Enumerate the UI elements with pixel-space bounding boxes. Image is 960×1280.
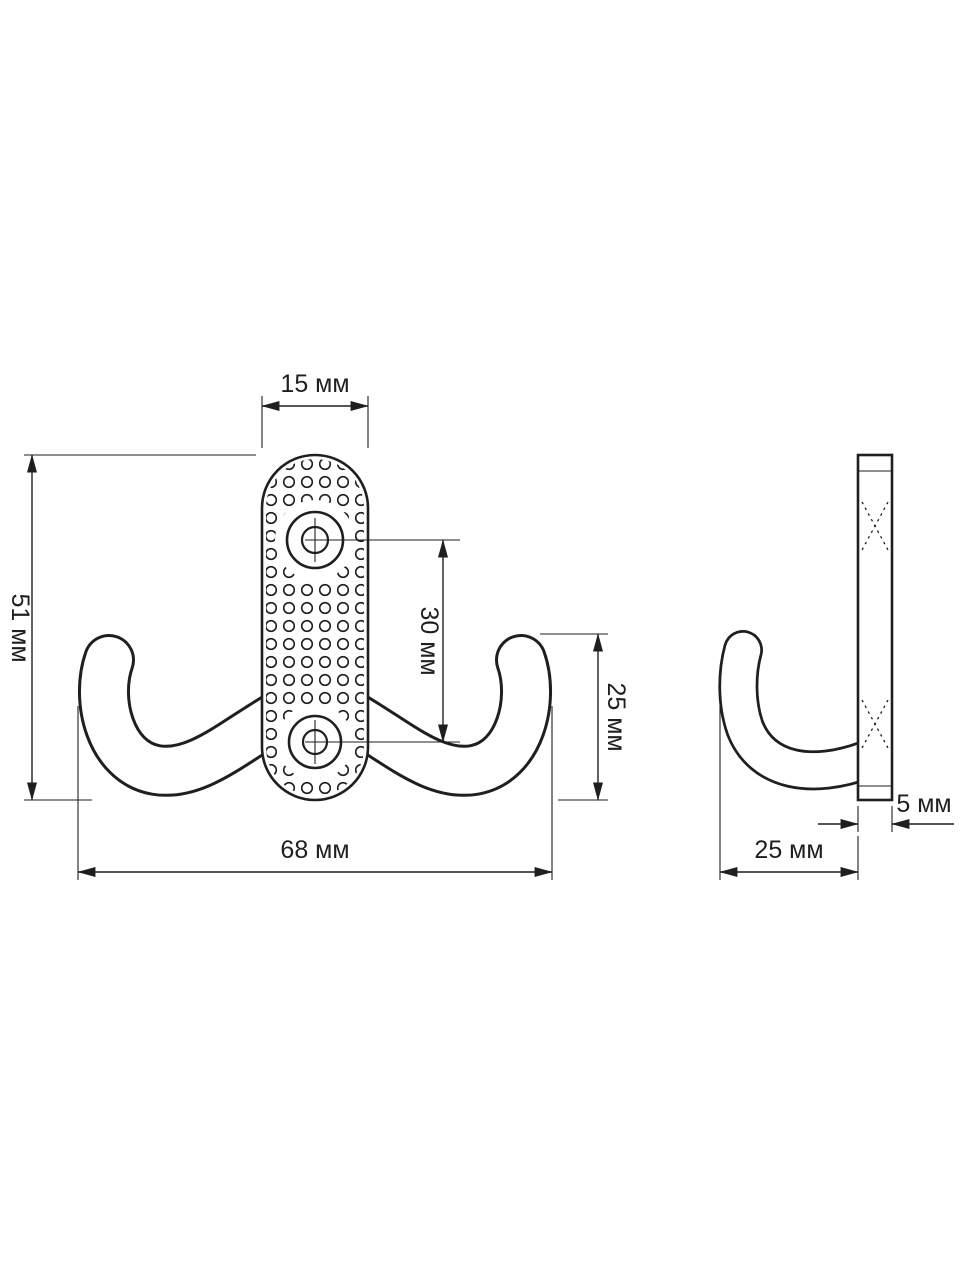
right-hook-fill <box>297 637 550 794</box>
front-view <box>77 453 553 802</box>
dim-label-total-width: 68 мм <box>280 836 349 864</box>
side-plate-outline <box>856 453 894 802</box>
dim-label-hole-spacing: 30 мм <box>415 606 443 675</box>
dim-label-plate-thickness: 5 мм <box>896 790 951 818</box>
side-plate-fill <box>858 455 892 800</box>
dim-label-plate-width: 15 мм <box>280 370 349 398</box>
side-view <box>718 453 894 802</box>
front-dimensions: 15 мм 51 мм 30 мм 25 мм 68 мм <box>6 370 630 880</box>
side-countersink-top-b <box>861 501 889 551</box>
side-dimensions: 5 мм 25 мм <box>719 700 954 880</box>
dim-label-hook-height: 25 мм <box>602 682 630 751</box>
dim-label-side-depth: 25 мм <box>754 836 823 864</box>
left-hook-fill <box>80 637 333 794</box>
dim-label-total-height: 51 мм <box>6 593 34 662</box>
plate-outline <box>260 453 370 802</box>
side-countersink-bottom-b <box>861 699 889 749</box>
side-hook-fill <box>721 632 884 788</box>
